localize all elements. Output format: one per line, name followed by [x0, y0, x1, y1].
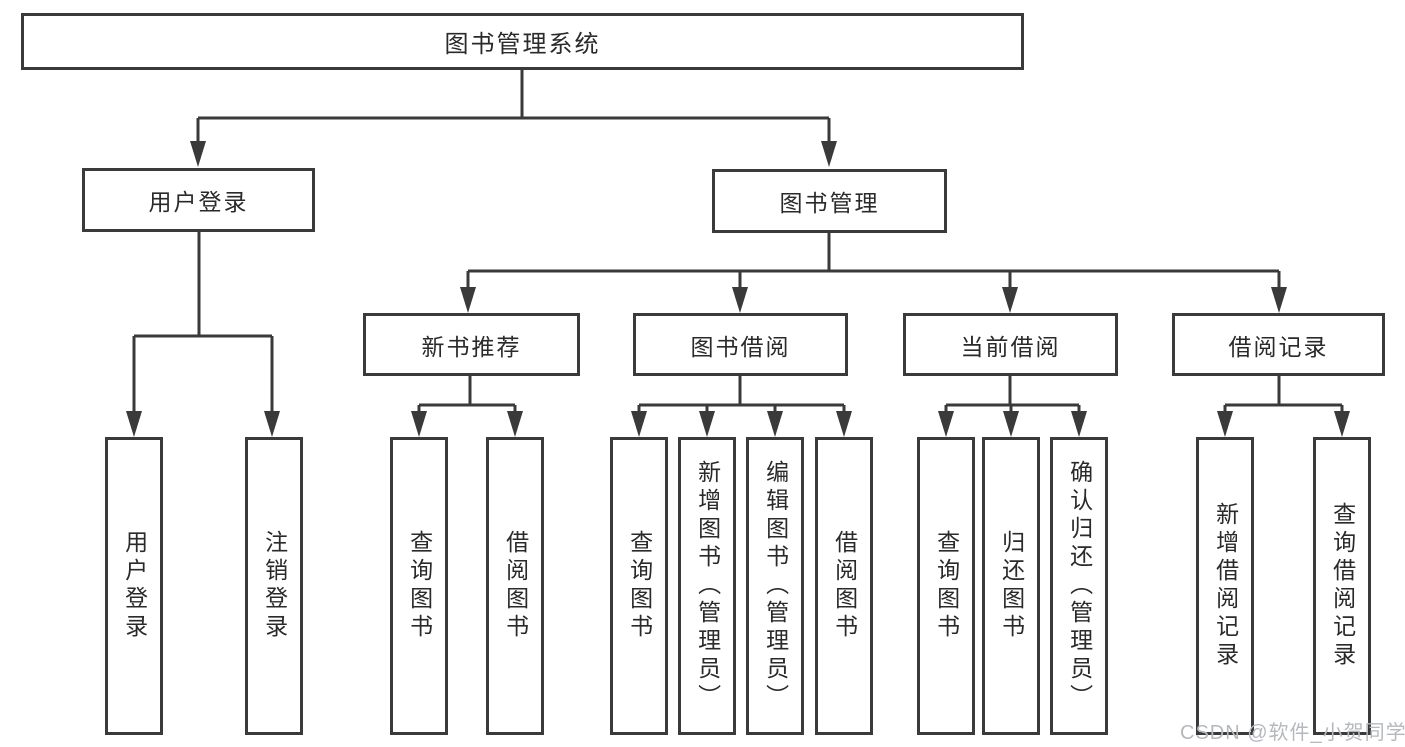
node-current-borrow: 当前借阅 — [903, 313, 1118, 376]
node-book-borrow-label: 图书借阅 — [690, 333, 791, 360]
leaf-node-query-books-3-label: 查询图书 — [933, 530, 960, 642]
leaf-node-query-books-2-label: 查询图书 — [626, 530, 653, 642]
leaf-node-add-borrow-record: 新增借阅记录 — [1196, 437, 1254, 735]
node-book-management: 图书管理 — [712, 169, 947, 233]
leaf-node-add-books-admin-label: 新增图书（管理员） — [694, 460, 721, 712]
leaf-node-query-borrow-record-label: 查询借阅记录 — [1329, 502, 1356, 670]
node-new-book-recommend: 新书推荐 — [363, 313, 580, 376]
leaf-node-query-books-1-label: 查询图书 — [406, 530, 433, 642]
node-root-library-management-system: 图书管理系统 — [21, 13, 1024, 70]
leaf-node-edit-books-admin-label: 编辑图书（管理员） — [762, 460, 789, 712]
leaf-node-query-books-3: 查询图书 — [917, 437, 975, 735]
node-book-borrow: 图书借阅 — [633, 313, 848, 376]
leaf-node-user-login: 用户登录 — [105, 437, 163, 735]
leaf-node-logout-label: 注销登录 — [261, 530, 288, 642]
leaf-node-query-books-1: 查询图书 — [390, 437, 448, 735]
leaf-node-confirm-return-admin-label: 确认归还（管理员） — [1066, 460, 1093, 712]
leaf-node-return-books: 归还图书 — [982, 437, 1040, 735]
node-new-book-recommend-label: 新书推荐 — [421, 333, 522, 360]
leaf-node-query-books-2: 查询图书 — [610, 437, 668, 735]
node-root-label: 图书管理系统 — [444, 31, 601, 58]
node-user-login-group: 用户登录 — [82, 168, 315, 232]
leaf-node-edit-books-admin: 编辑图书（管理员） — [746, 437, 804, 735]
leaf-node-borrow-books-1: 借阅图书 — [486, 437, 544, 735]
node-borrow-record: 借阅记录 — [1172, 313, 1385, 376]
node-borrow-record-label: 借阅记录 — [1228, 333, 1329, 360]
leaf-node-borrow-books-2-label: 借阅图书 — [831, 530, 858, 642]
node-user-login-group-label: 用户登录 — [148, 189, 249, 215]
node-book-management-label: 图书管理 — [779, 190, 880, 216]
csdn-watermark: CSDN @软件_小贺同学 — [1180, 722, 1405, 744]
leaf-node-user-login-label: 用户登录 — [121, 530, 148, 642]
leaf-node-confirm-return-admin: 确认归还（管理员） — [1050, 437, 1108, 735]
node-current-borrow-label: 当前借阅 — [960, 333, 1061, 360]
arrowhead-icons — [126, 141, 1350, 437]
leaf-node-return-books-label: 归还图书 — [998, 530, 1025, 642]
leaf-node-logout: 注销登录 — [245, 437, 303, 735]
leaf-node-borrow-books-2: 借阅图书 — [815, 437, 873, 735]
leaf-node-query-borrow-record: 查询借阅记录 — [1313, 437, 1371, 735]
leaf-node-borrow-books-1-label: 借阅图书 — [502, 530, 529, 642]
leaf-node-add-books-admin: 新增图书（管理员） — [678, 437, 736, 735]
leaf-node-add-borrow-record-label: 新增借阅记录 — [1212, 502, 1239, 670]
